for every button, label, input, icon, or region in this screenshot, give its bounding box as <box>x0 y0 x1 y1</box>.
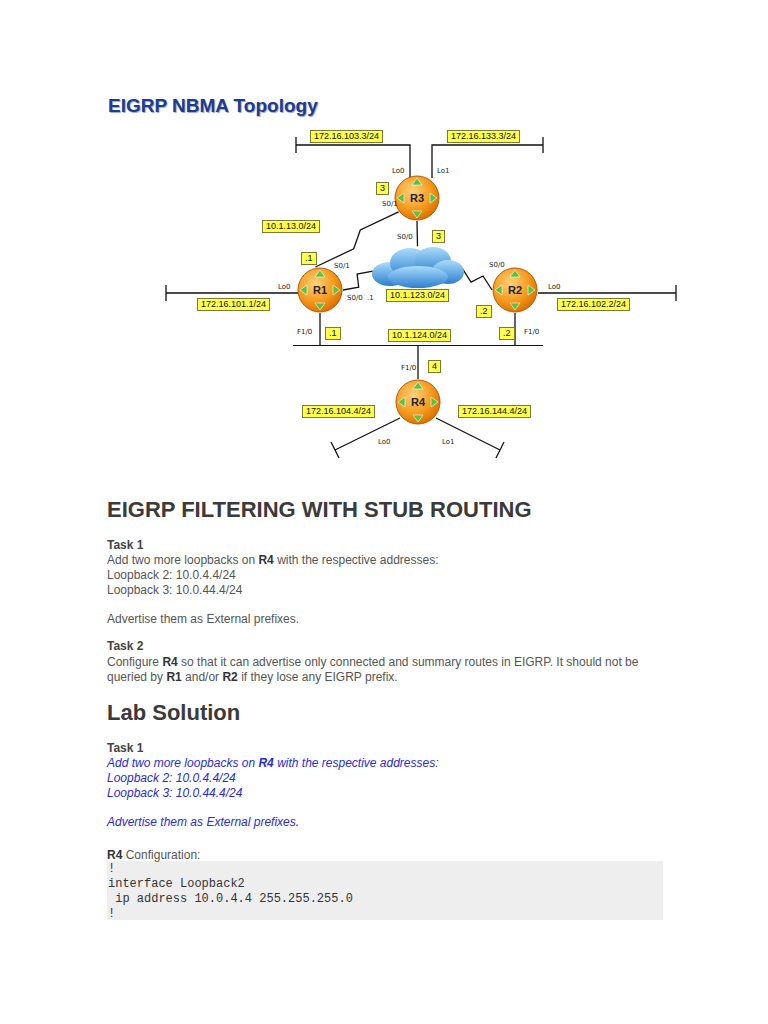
address-tag: .1 <box>325 327 341 340</box>
subnet-tag: 10.1.123.0/24 <box>386 289 449 302</box>
task-heading: Task 2 <box>107 639 143 653</box>
port-label: Lo0 <box>378 438 391 446</box>
body-text: Add two more loopbacks on <box>107 756 255 770</box>
address-tag: 172.16.103.3/24 <box>310 130 383 143</box>
port-label: F1/0 <box>524 328 539 336</box>
body-text: with the respective addresses: <box>277 756 438 770</box>
address-tag: 3 <box>376 182 389 195</box>
network-link <box>416 221 418 246</box>
text-line: R4 Configuration: <box>107 848 667 863</box>
body-text: if they lose any EIGRP prefix. <box>241 670 398 684</box>
body-text: R4 <box>162 655 177 669</box>
address-tag: 172.16.101.1/24 <box>197 298 270 311</box>
network-link <box>319 313 320 345</box>
body-text: Configure <box>107 655 159 669</box>
task-heading: Task 1 <box>107 538 143 552</box>
text-line: Configure R4 so that it can advertise on… <box>107 655 667 685</box>
port-label: .1 <box>367 294 374 302</box>
port-label: Lo0 <box>548 283 561 291</box>
text-line: Task 1 <box>107 538 667 553</box>
port-label: Lo1 <box>442 438 455 446</box>
serial-link <box>343 271 373 290</box>
body-text: Add two more loopbacks on <box>107 553 255 567</box>
section-heading: EIGRP FILTERING WITH STUB ROUTING <box>107 497 532 522</box>
body-text: Advertise them as External prefixes. <box>107 612 299 626</box>
cloud-shape <box>370 245 465 290</box>
body-text: Loopback 2: 10.0.4.4/24 <box>107 771 236 785</box>
address-tag: .1 <box>301 252 317 265</box>
network-link <box>417 345 418 379</box>
network-link <box>514 313 515 345</box>
text-line: Loopback 3: 10.0.44.4/24 <box>107 786 667 801</box>
port-label: S0/0 <box>397 233 413 241</box>
address-tag: 10.1.13.0/24 <box>262 220 320 233</box>
body-text: R4 <box>258 553 273 567</box>
address-tag: 172.16.102.2/24 <box>557 298 630 311</box>
text-line: Loopback 3: 10.0.44.4/24 <box>107 583 667 598</box>
address-tag: 3 <box>432 230 445 243</box>
router-name: R2 <box>492 267 538 313</box>
address-tag: .2 <box>476 305 492 318</box>
body-text: Loopback 2: 10.0.4.4/24 <box>107 568 236 582</box>
router-name: R4 <box>395 379 441 425</box>
body-text: Configuration: <box>126 848 201 862</box>
router-node: R3 <box>394 175 440 221</box>
section-heading: Lab Solution <box>107 700 240 725</box>
port-label: S0/0 <box>347 294 363 302</box>
text-line: EIGRP FILTERING WITH STUB ROUTING <box>107 497 667 523</box>
router-node: R1 <box>297 267 343 313</box>
code-line: ip address 10.0.4.4 255.255.255.0 <box>108 892 353 907</box>
port-label: F1/0 <box>297 328 312 336</box>
address-tag: 172.16.133.3/24 <box>447 130 520 143</box>
task-heading: Task 1 <box>107 741 143 755</box>
address-tag: 172.16.144.4/24 <box>458 405 531 418</box>
port-label: Lo0 <box>392 167 405 175</box>
port-label: Lo1 <box>437 167 450 175</box>
body-text: R2 <box>222 670 237 684</box>
body-text: R1 <box>166 670 181 684</box>
code-line: interface Loopback2 <box>108 877 245 892</box>
body-text: and/or <box>185 670 219 684</box>
serial-link <box>462 268 492 290</box>
port-label: S0/1 <box>382 200 398 208</box>
port-label: Lo0 <box>278 283 291 291</box>
text-line: Loopback 2: 10.0.4.4/24 <box>107 771 667 786</box>
port-label: F1/0 <box>401 364 416 372</box>
address-tag: .2 <box>499 327 515 340</box>
port-label: S0/1 <box>334 262 350 270</box>
subnet-tag: 10.1.124.0/24 <box>388 329 451 342</box>
router-node: R4 <box>395 379 441 425</box>
body-text: R4 <box>107 848 122 862</box>
text-line: Add two more loopbacks on R4 with the re… <box>107 553 667 568</box>
body-text: with the respective addresses: <box>277 553 438 567</box>
router-node: R2 <box>492 267 538 313</box>
port-label: S0/0 <box>489 261 505 269</box>
serial-link <box>315 212 398 267</box>
text-line: Task 1 <box>107 741 667 756</box>
text-line: Add two more loopbacks on R4 with the re… <box>107 756 667 771</box>
diagram-title: EIGRP NBMA Topology <box>108 95 318 117</box>
body-text: Loopback 3: 10.0.44.4/24 <box>107 786 242 800</box>
address-tag: 4 <box>428 360 441 373</box>
code-line: ! <box>108 862 115 877</box>
router-name: R1 <box>297 267 343 313</box>
router-name: R3 <box>394 175 440 221</box>
text-line: Advertise them as External prefixes. <box>107 815 667 830</box>
text-line: Loopback 2: 10.0.4.4/24 <box>107 568 667 583</box>
text-line: Advertise them as External prefixes. <box>107 612 667 627</box>
loopback-lines <box>166 137 676 458</box>
code-line: ! <box>108 907 115 922</box>
text-line: Lab Solution <box>107 700 667 726</box>
body-text: Loopback 3: 10.0.44.4/24 <box>107 583 242 597</box>
frame-relay-cloud: 10.1.123.0/24 <box>370 245 465 303</box>
text-line: Task 2 <box>107 639 667 654</box>
address-tag: 172.16.104.4/24 <box>302 405 375 418</box>
body-text: R4 <box>258 756 273 770</box>
body-text: Advertise them as External prefixes. <box>107 815 299 829</box>
